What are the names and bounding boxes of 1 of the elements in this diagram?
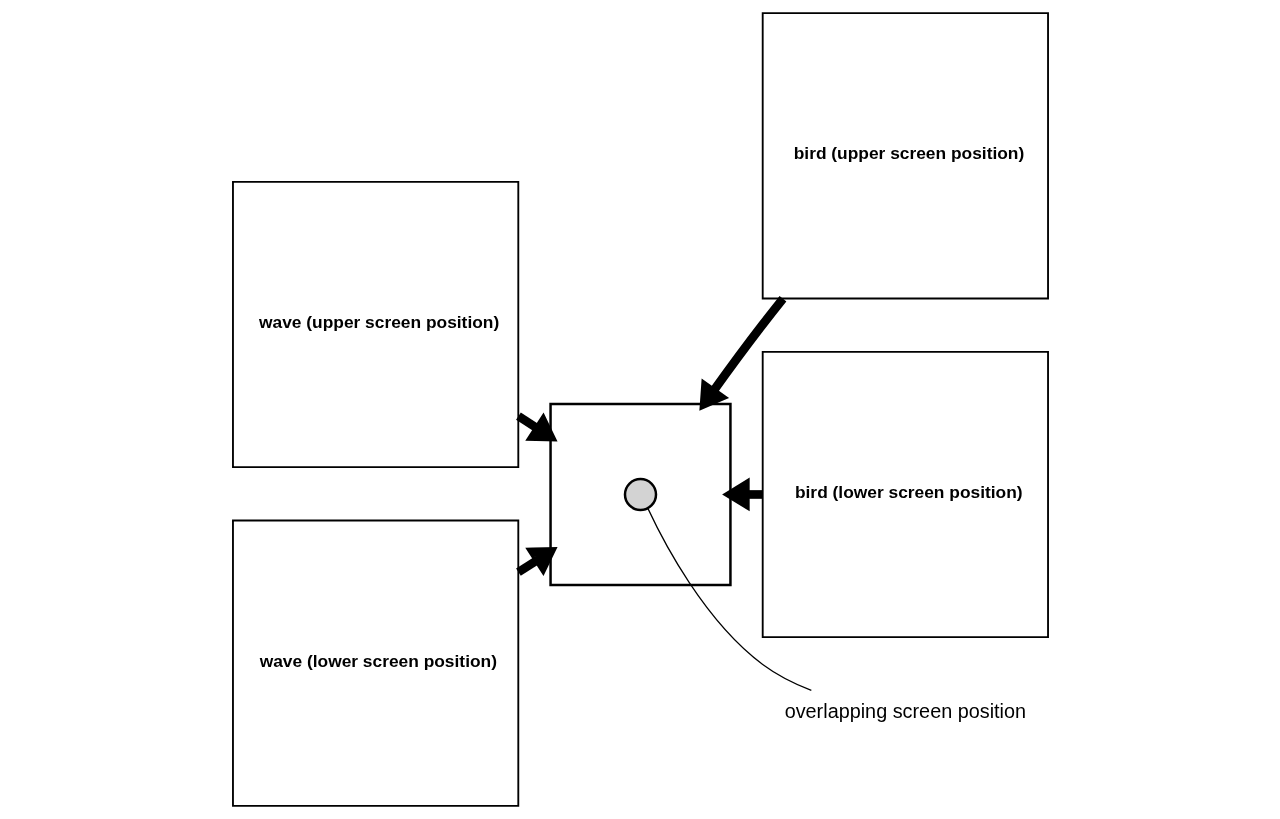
node-text: overlapping screen position: [784, 699, 1026, 722]
